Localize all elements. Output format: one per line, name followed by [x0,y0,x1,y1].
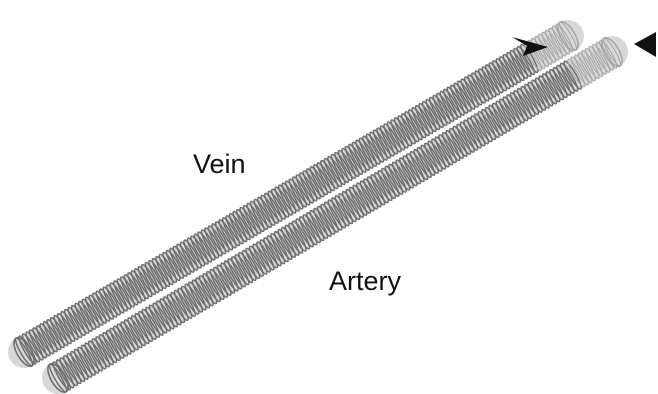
vein-coil-tube [10,19,582,370]
artery-end-arrowhead [634,32,656,57]
artery-coil-tube [44,35,626,394]
artery-label: Artery [329,268,401,295]
vein-label: Vein [193,151,246,178]
